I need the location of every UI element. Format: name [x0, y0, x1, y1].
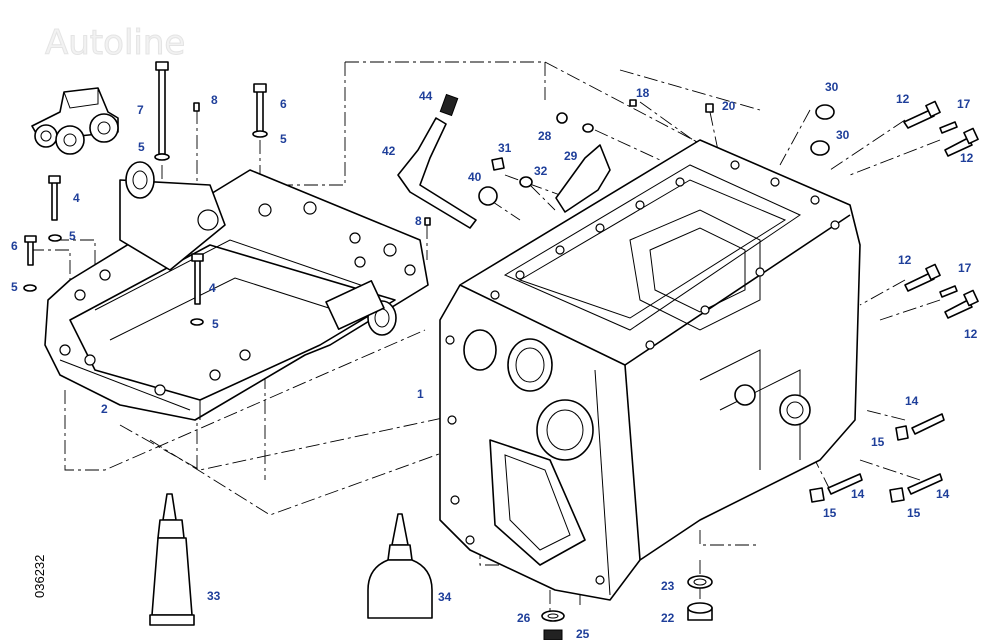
watermark-text: Autoline	[45, 23, 185, 63]
callout-26: 26	[517, 611, 531, 625]
callout-7: 7	[137, 103, 144, 117]
callout-20: 20	[722, 99, 736, 113]
callout-12: 12	[964, 327, 978, 341]
callout-5: 5	[11, 280, 18, 294]
part-1-housing	[439, 139, 861, 601]
callout-6: 6	[280, 97, 287, 111]
callout-28: 28	[538, 129, 552, 143]
callout-12: 12	[898, 253, 912, 267]
callout-32: 32	[534, 164, 548, 178]
callout-12: 12	[960, 151, 974, 165]
callout-22: 22	[661, 611, 675, 625]
document-number: 036232	[32, 555, 47, 598]
frame-bolts	[23, 61, 431, 326]
callout-labels: 44 42 18 20 30 30 12 17 12 28 29 31 32 4…	[11, 80, 978, 640]
callout-6: 6	[11, 239, 18, 253]
callout-4: 4	[73, 191, 80, 205]
callout-30: 30	[825, 80, 839, 94]
part-2-frame	[44, 161, 429, 421]
callout-5: 5	[138, 140, 145, 154]
callout-5: 5	[69, 229, 76, 243]
sealant-tube-icon	[149, 493, 195, 626]
bottom-plugs	[541, 575, 713, 640]
callout-14: 14	[905, 394, 919, 408]
callout-5: 5	[212, 317, 219, 331]
callout-15: 15	[823, 506, 837, 520]
tractor-icon	[31, 87, 119, 155]
callout-14: 14	[936, 487, 950, 501]
callout-1: 1	[417, 387, 424, 401]
callout-23: 23	[661, 579, 675, 593]
callout-44: 44	[419, 89, 433, 103]
top-small-parts	[397, 93, 835, 229]
callout-8: 8	[415, 214, 422, 228]
callout-17: 17	[958, 261, 972, 275]
callout-29: 29	[564, 149, 578, 163]
callout-30: 30	[836, 128, 850, 142]
callout-15: 15	[871, 435, 885, 449]
callout-5: 5	[280, 132, 287, 146]
callout-31: 31	[498, 141, 512, 155]
callout-17: 17	[957, 97, 971, 111]
callout-42: 42	[382, 144, 396, 158]
callout-25: 25	[576, 627, 590, 640]
callout-4: 4	[209, 281, 216, 295]
callout-40: 40	[468, 170, 482, 184]
callout-2: 2	[101, 402, 108, 416]
adhesive-bottle-icon	[367, 513, 433, 619]
callout-34: 34	[438, 590, 452, 604]
callout-12: 12	[896, 92, 910, 106]
callout-33: 33	[207, 589, 221, 603]
callout-14: 14	[851, 487, 865, 501]
assembly-leader-lines	[30, 61, 941, 620]
callout-18: 18	[636, 86, 650, 100]
callout-8: 8	[211, 93, 218, 107]
callout-15: 15	[907, 506, 921, 520]
right-side-bolts	[809, 100, 979, 503]
